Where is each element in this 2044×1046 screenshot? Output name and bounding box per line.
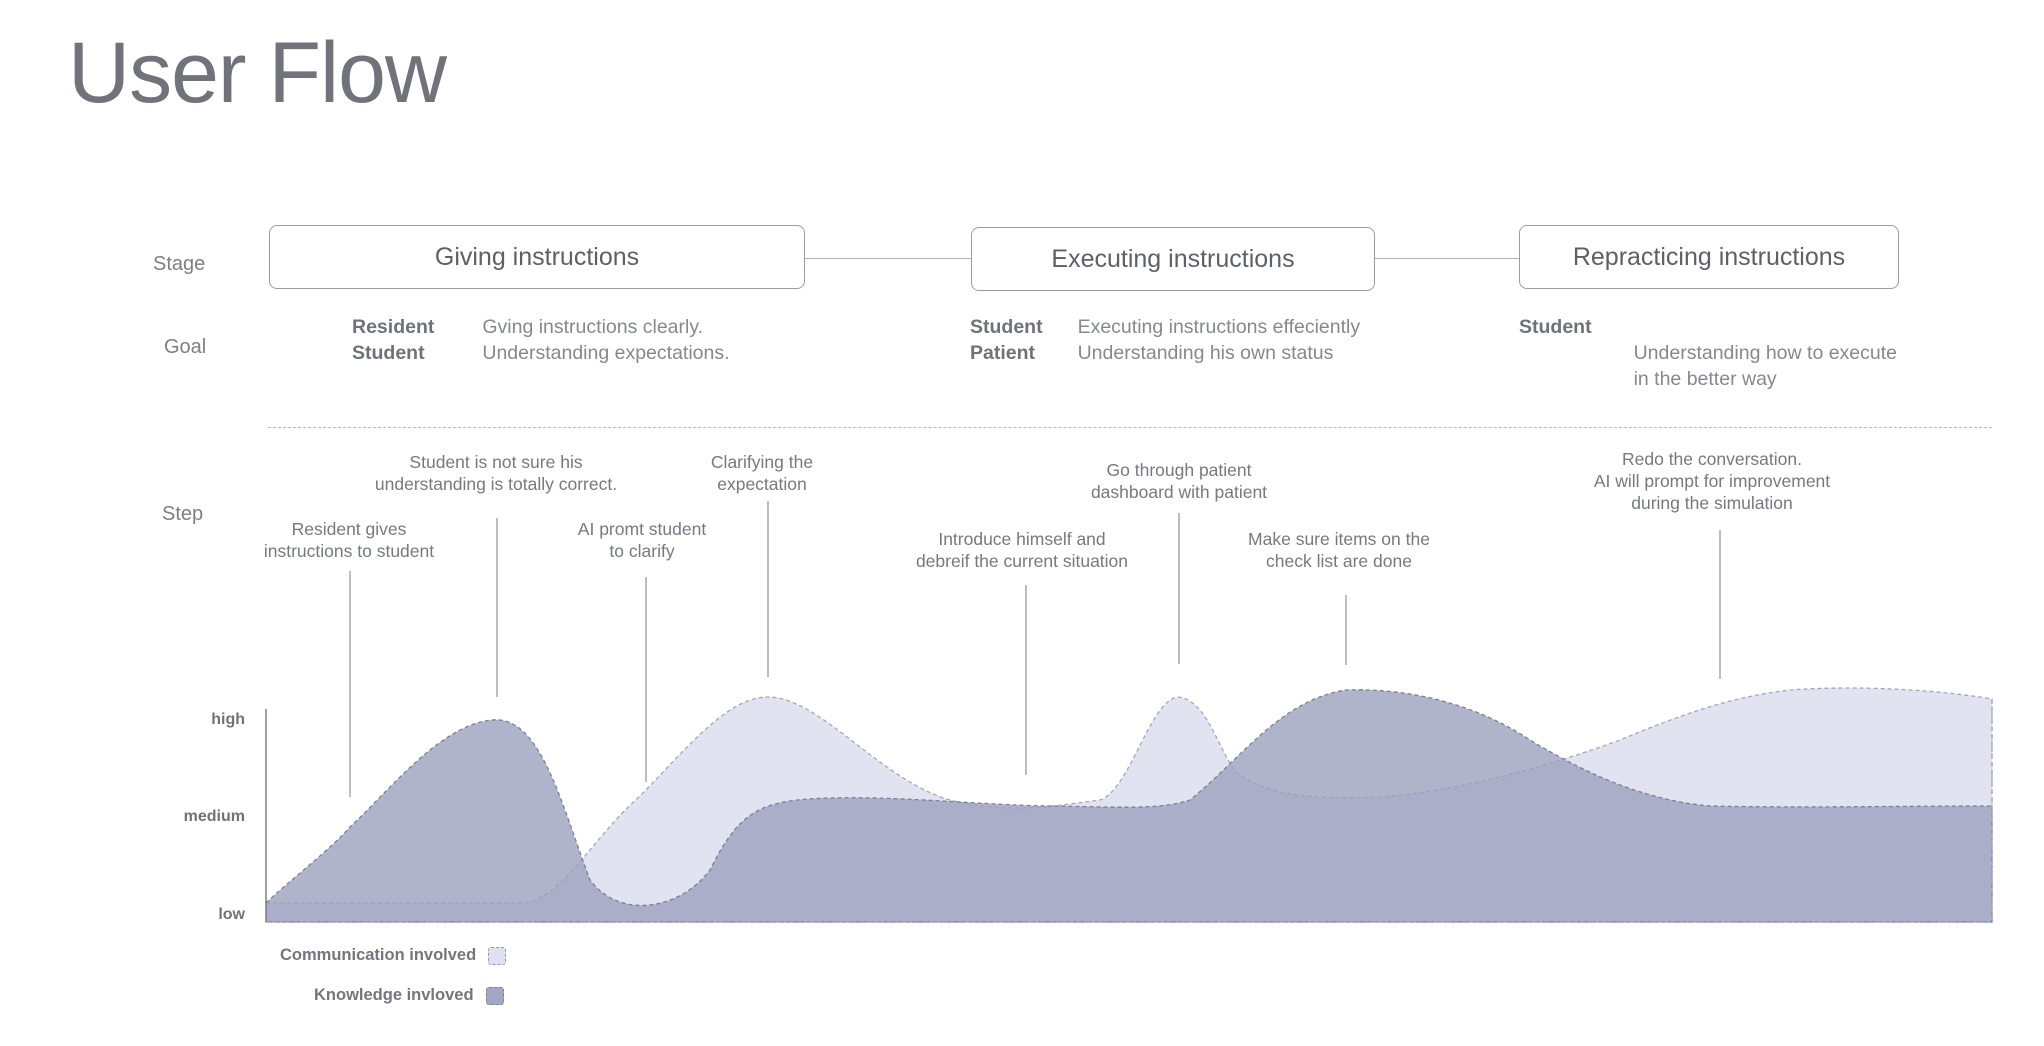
legend-label: Knowledge invloved <box>314 986 474 1004</box>
y-level-high: high <box>211 711 245 728</box>
goal-role: Student <box>1519 316 1592 338</box>
step-label: Redo the conversation. AI will prompt fo… <box>1593 449 1831 513</box>
goal-role: Student <box>970 316 1043 338</box>
legend-item-communication: Communication involved <box>280 946 507 965</box>
stage-row-label: Stage <box>153 253 206 275</box>
goal-text: Understanding expectations. <box>482 342 730 364</box>
stage-box-repracticing-instructions: Repracticing instructions <box>1519 225 1899 289</box>
goal-role: Patient <box>970 342 1036 364</box>
knowledge-area <box>265 689 1993 923</box>
goal-text: Understanding his own status <box>1077 342 1334 364</box>
stage-box-giving-instructions: Giving instructions <box>269 225 805 289</box>
step-label: Student is not sure his understanding is… <box>374 452 618 494</box>
legend-item-knowledge: Knowledge invloved <box>314 986 504 1005</box>
stage-box-executing-instructions: Executing instructions <box>971 227 1375 291</box>
step-label: Make sure items on the check list are do… <box>1248 529 1430 571</box>
goal-text: Executing instructions effeciently <box>1077 316 1361 338</box>
legend-swatch <box>488 946 507 965</box>
stage-connector <box>804 258 972 259</box>
legend-swatch <box>485 986 504 1005</box>
step-label: Resident gives instructions to student <box>263 519 435 561</box>
step-label: Go through patient dashboard with patien… <box>1090 460 1268 502</box>
goal-text: Understanding how to execute in the bett… <box>1633 342 1897 390</box>
step-label: AI promt student to clarify <box>577 519 707 561</box>
step-label: Introduce himself and debreif the curren… <box>915 529 1129 571</box>
legend-label: Communication involved <box>280 946 477 964</box>
step-label: Clarifying the expectation <box>710 452 814 494</box>
goal-repracticing-instructions: Student Understanding how to execute in … <box>1519 314 1897 418</box>
goal-giving-instructions: Resident Student Gving instructions clea… <box>352 314 730 366</box>
y-level-medium: medium <box>183 808 245 825</box>
goal-text: Gving instructions clearly. <box>482 316 704 338</box>
goal-row-label: Goal <box>164 336 207 358</box>
section-divider <box>268 427 1992 428</box>
step-pointer-lines <box>349 501 1721 797</box>
step-row-label: Step <box>162 503 204 525</box>
page-title: User Flow <box>68 25 447 121</box>
goal-role: Student <box>352 342 425 364</box>
y-level-low: low <box>218 906 245 923</box>
goal-role: Resident <box>352 316 435 338</box>
stage-connector <box>1374 258 1520 259</box>
goal-executing-instructions: Student Patient Executing instructions e… <box>970 314 1360 366</box>
